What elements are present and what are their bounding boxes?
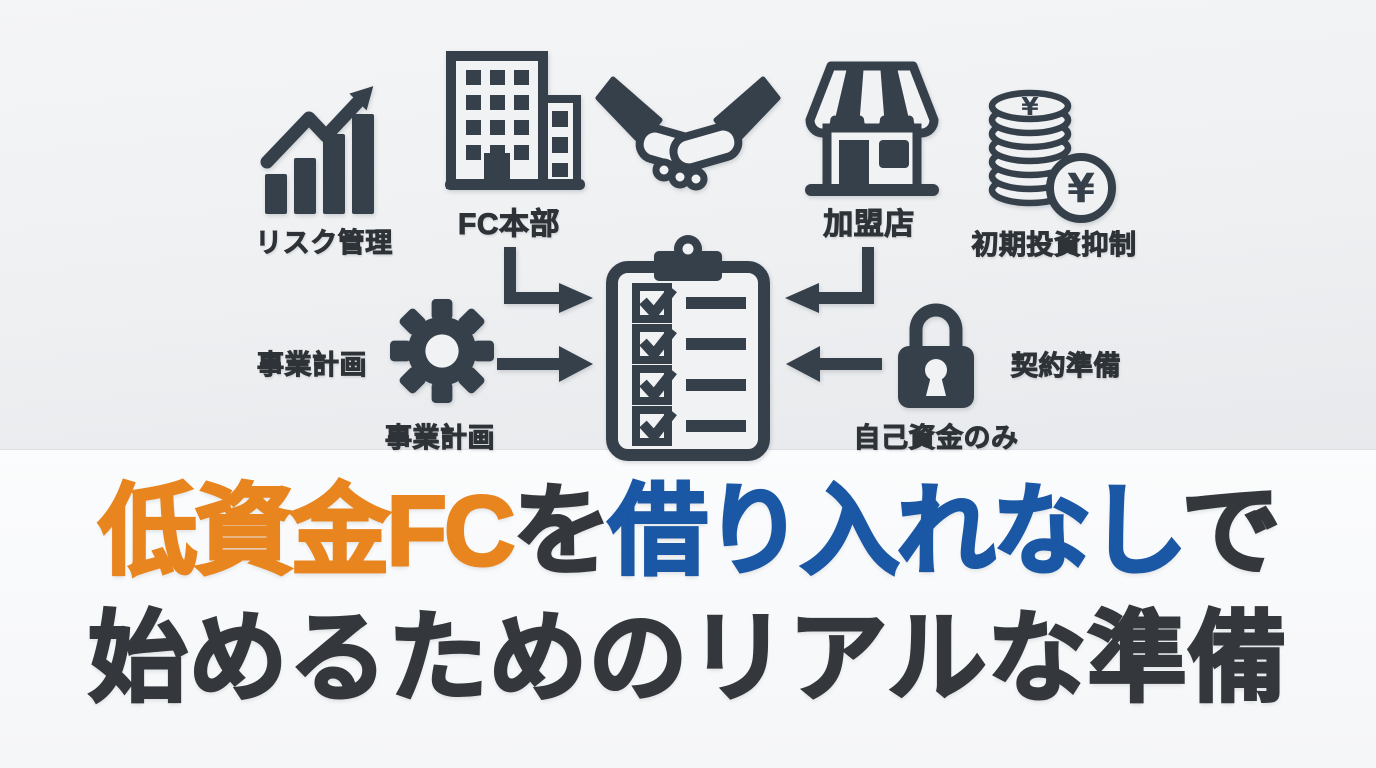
title-line-2: 始めるためのリアルな準備 xyxy=(0,595,1376,722)
title-line-1: 低資金FCを借り入れなしで xyxy=(0,468,1376,595)
gear-icon xyxy=(390,299,494,403)
arrow-business-plan-to-checklist xyxy=(497,346,593,382)
title-segment-low-capital-fc: 低資金FC xyxy=(97,474,517,588)
padlock-icon xyxy=(898,303,974,408)
yen-coins-icon: ¥ ¥ xyxy=(988,89,1116,223)
business-plan-left-label: 事業計画 xyxy=(257,350,368,381)
arrow-padlock-to-checklist xyxy=(786,346,882,382)
contract-label: 契約準備 xyxy=(1011,351,1122,382)
title-segment-wo: を xyxy=(511,474,613,588)
main-title: 低資金FCを借り入れなしで 始めるためのリアルな準備 xyxy=(0,468,1376,721)
risk-label: リスク管理 xyxy=(255,228,393,259)
title-segment-real-preparation: 始めるためのリアルな準備 xyxy=(87,600,1288,714)
arrow-hq-to-checklist xyxy=(504,247,593,313)
hq-label: FC本部 xyxy=(458,208,561,242)
business-plan-center-label: 事業計画 xyxy=(385,423,496,454)
title-segment-de: で xyxy=(1180,474,1282,588)
yen-symbol-stack: ¥ xyxy=(1021,92,1039,121)
arrow-franchisee-to-checklist xyxy=(785,247,874,313)
franchisee-label: 加盟店 xyxy=(823,208,915,242)
self-funding-label: 自己資金のみ xyxy=(853,423,1019,454)
yen-symbol-coin: ¥ xyxy=(1067,166,1095,212)
growth-chart-icon xyxy=(260,86,374,214)
building-icon xyxy=(445,51,585,190)
handshake-icon xyxy=(595,76,781,191)
initial-investment-label: 初期投資抑制 xyxy=(971,230,1137,261)
storefront-icon xyxy=(805,61,939,196)
checklist-clipboard-icon xyxy=(606,235,770,461)
title-background xyxy=(0,450,1376,768)
title-segment-no-borrowing: 借り入れなし xyxy=(607,474,1186,588)
